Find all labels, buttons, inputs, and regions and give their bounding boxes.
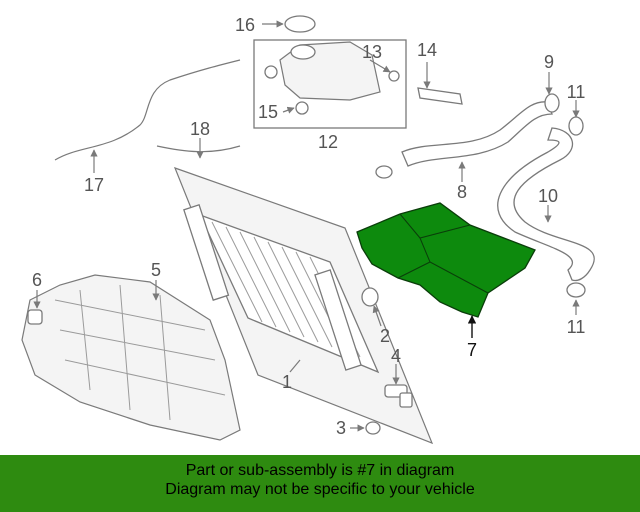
clamp-part-11-lower xyxy=(566,282,586,298)
air-deflector xyxy=(21,274,241,441)
bracket-part-14 xyxy=(417,87,463,105)
callout-5: 5 xyxy=(151,260,161,280)
part-info-banner: Part or sub-assembly is #7 in diagram Di… xyxy=(0,455,640,512)
radiator-assembly xyxy=(173,166,434,445)
bushing-part-2 xyxy=(361,287,379,307)
sensor-part-4 xyxy=(384,384,413,408)
callout-11-lower: 11 xyxy=(567,317,586,337)
banner-line-2: Diagram may not be specific to your vehi… xyxy=(165,481,475,498)
upper-hose-part-8 xyxy=(401,101,553,167)
parts-diagram: 16 13 14 9 11 15 12 18 17 8 10 11 6 5 2 … xyxy=(21,15,595,445)
coolant-reservoir-group xyxy=(253,39,407,129)
cap-part-16 xyxy=(284,15,316,33)
callout-4: 4 xyxy=(391,346,401,366)
callout-11-upper: 11 xyxy=(567,82,586,102)
callout-1: 1 xyxy=(282,372,292,392)
clamp-part-8 xyxy=(375,165,393,179)
callout-2: 2 xyxy=(380,326,390,346)
callout-3: 3 xyxy=(336,418,346,438)
callout-13: 13 xyxy=(362,42,382,62)
callout-7: 7 xyxy=(467,340,477,360)
callout-14: 14 xyxy=(417,40,437,60)
callout-10: 10 xyxy=(538,186,558,206)
clamp-part-9 xyxy=(544,93,560,113)
callout-12: 12 xyxy=(318,132,338,152)
callout-18: 18 xyxy=(190,119,210,139)
nut-part-3 xyxy=(365,421,381,435)
callout-8: 8 xyxy=(457,182,467,202)
callout-15: 15 xyxy=(258,102,278,122)
callout-9: 9 xyxy=(544,52,554,72)
callout-17: 17 xyxy=(84,175,104,195)
callout-6: 6 xyxy=(32,270,42,290)
clip-part-6 xyxy=(27,309,43,325)
callout-16: 16 xyxy=(235,15,255,35)
hose-part-18 xyxy=(156,145,241,153)
highlighted-part-7-air-guide xyxy=(356,202,536,318)
leader-lines xyxy=(33,20,580,432)
clamp-part-11-upper xyxy=(568,116,584,136)
lower-hose-part-10 xyxy=(497,127,595,282)
vent-hose-part-17 xyxy=(54,59,241,161)
banner-line-1: Part or sub-assembly is #7 in diagram xyxy=(185,462,455,479)
